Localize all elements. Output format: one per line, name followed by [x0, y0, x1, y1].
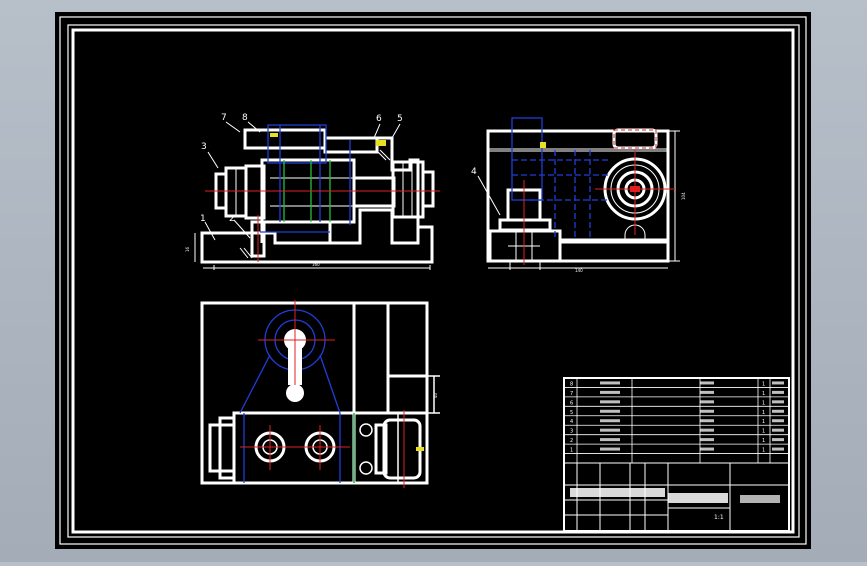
- callout-5: 5: [397, 114, 403, 124]
- top-dim: 40: [433, 392, 438, 398]
- scale-value: 1:1: [714, 514, 724, 521]
- parts-row-qty: 1: [762, 400, 765, 406]
- parts-row-qty: 1: [762, 410, 765, 416]
- parts-row-number: 2: [570, 438, 573, 444]
- parts-row-number: 4: [570, 419, 573, 425]
- front-width-dim: 160: [312, 262, 320, 267]
- parts-row-qty: 1: [762, 429, 765, 435]
- callout-8: 8: [242, 113, 248, 123]
- front-height-dim: 16: [185, 246, 190, 252]
- callout-labels: 1 2 3 4 5 6 7 8: [200, 113, 477, 224]
- front-view: [194, 121, 440, 270]
- sheet-border: [59, 16, 807, 545]
- dimension-texts: 160 16 140 104 40: [185, 192, 686, 398]
- side-view: [477, 117, 680, 270]
- side-width-dim: 140: [575, 268, 583, 273]
- callout-7: 7: [221, 113, 227, 123]
- parts-row-qty: 1: [762, 438, 765, 444]
- parts-row-number: 5: [570, 410, 573, 416]
- callout-2: 2: [229, 214, 235, 224]
- parts-row-number: 6: [570, 400, 573, 406]
- callout-1: 1: [200, 214, 206, 224]
- callout-6: 6: [376, 114, 382, 124]
- parts-row-number: 7: [570, 391, 573, 397]
- callout-3: 3: [201, 142, 207, 152]
- callout-4: 4: [471, 167, 477, 177]
- side-height-dim: 104: [681, 192, 686, 200]
- parts-row-number: 1: [570, 448, 573, 454]
- top-view: [200, 300, 440, 488]
- parts-row-qty: 1: [762, 419, 765, 425]
- parts-row-number: 8: [570, 381, 573, 387]
- parts-row-qty: 1: [762, 381, 765, 387]
- parts-row-qty: 1: [762, 391, 765, 397]
- parts-row-number: 3: [570, 429, 573, 435]
- parts-row-qty: 1: [762, 448, 765, 454]
